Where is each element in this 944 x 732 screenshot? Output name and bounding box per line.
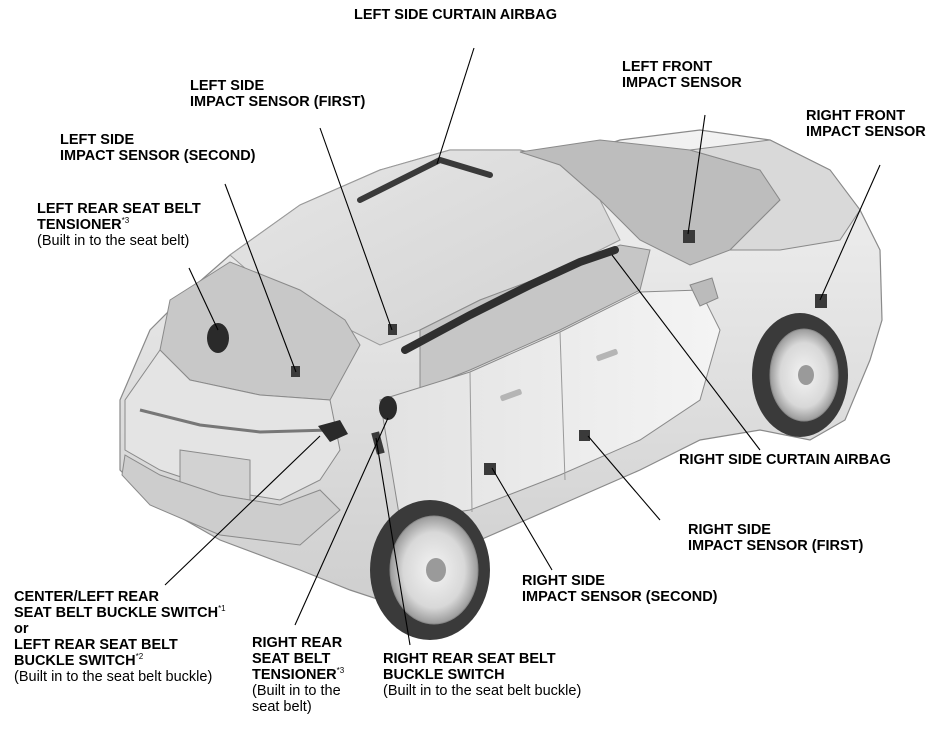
right-rear-seat-belt-buckle-switch <box>371 431 385 455</box>
label-text: RIGHT SIDE CURTAIN AIRBAG <box>679 452 891 468</box>
label-text: LEFT REAR SEAT BELT <box>37 201 201 217</box>
label-text: LEFT REAR SEAT BELT <box>14 637 178 653</box>
label-text: TENSIONER <box>37 217 122 233</box>
label-text: SEAT BELT <box>252 651 331 667</box>
rear-wheel <box>370 500 490 640</box>
label-center-left-rear-seat-belt-buckle-switch: CENTER/LEFT REAR SEAT BELT BUCKLE SWITCH… <box>14 589 226 685</box>
label-text: or <box>14 621 29 637</box>
left-rear-seat-belt-tensioner <box>207 323 229 353</box>
label-text: LEFT SIDE <box>190 78 265 94</box>
label-text: IMPACT SENSOR <box>806 124 926 140</box>
label-right-side-curtain-airbag: RIGHT SIDE CURTAIN AIRBAG <box>679 452 891 468</box>
label-text: BUCKLE SWITCH <box>383 667 505 683</box>
label-text: IMPACT SENSOR (SECOND) <box>522 589 718 605</box>
label-text: SEAT BELT BUCKLE SWITCH <box>14 605 219 621</box>
label-text: BUCKLE SWITCH <box>14 653 136 669</box>
label-right-rear-seat-belt-buckle-switch: RIGHT REAR SEAT BELT BUCKLE SWITCH (Buil… <box>383 651 581 699</box>
footnote-mark: *1 <box>218 604 226 613</box>
right-side-impact-sensor-first <box>579 430 590 441</box>
footnote-mark: *3 <box>121 216 130 225</box>
label-note: seat belt) <box>252 699 312 715</box>
label-text: IMPACT SENSOR (SECOND) <box>60 148 256 164</box>
left-side-impact-sensor-first <box>388 324 397 335</box>
label-right-side-impact-sensor-second: RIGHT SIDE IMPACT SENSOR (SECOND) <box>522 573 718 605</box>
label-right-front-impact-sensor: RIGHT FRONT IMPACT SENSOR <box>806 108 926 140</box>
leader-lines <box>164 47 881 646</box>
label-text: IMPACT SENSOR (FIRST) <box>190 94 366 110</box>
car-body <box>119 129 883 601</box>
label-left-side-impact-sensor-second: LEFT SIDE IMPACT SENSOR (SECOND) <box>60 132 256 164</box>
label-note: (Built in to the seat belt buckle) <box>14 669 213 685</box>
right-side-impact-sensor-second <box>484 463 496 475</box>
label-note: (Built in to the seat belt buckle) <box>383 683 582 699</box>
label-text: LEFT SIDE <box>60 132 135 148</box>
label-text: IMPACT SENSOR <box>622 75 742 91</box>
label-text: CENTER/LEFT REAR <box>14 589 159 605</box>
label-text: RIGHT SIDE <box>522 573 605 589</box>
label-text: TENSIONER <box>252 667 337 683</box>
left-side-curtain-airbag <box>357 156 493 203</box>
label-text: RIGHT FRONT <box>806 108 906 124</box>
right-side-curtain-airbag <box>401 246 619 354</box>
label-right-rear-seat-belt-tensioner: RIGHT REAR SEAT BELT TENSIONER*3 (Built … <box>252 635 344 715</box>
footnote-mark: *2 <box>135 652 144 661</box>
label-note: (Built in to the seat belt) <box>37 233 190 249</box>
left-front-impact-sensor <box>683 230 695 243</box>
label-left-side-impact-sensor-first: LEFT SIDE IMPACT SENSOR (FIRST) <box>190 78 365 110</box>
footnote-mark: *3 <box>336 666 345 675</box>
label-right-side-impact-sensor-first: RIGHT SIDE IMPACT SENSOR (FIRST) <box>688 522 863 554</box>
label-left-side-curtain-airbag: LEFT SIDE CURTAIN AIRBAG <box>354 7 557 23</box>
right-front-impact-sensor <box>815 294 827 308</box>
label-left-rear-seat-belt-tensioner: LEFT REAR SEAT BELT TENSIONER*3 (Built i… <box>37 201 201 249</box>
label-text: RIGHT REAR <box>252 635 343 651</box>
label-text: RIGHT REAR SEAT BELT <box>383 651 556 667</box>
front-wheel <box>752 313 848 437</box>
label-text: LEFT SIDE CURTAIN AIRBAG <box>354 7 557 23</box>
label-text: RIGHT SIDE <box>688 522 771 538</box>
label-text: LEFT FRONT <box>622 59 713 75</box>
label-text: IMPACT SENSOR (FIRST) <box>688 538 864 554</box>
right-rear-seat-belt-tensioner <box>379 396 397 420</box>
label-note: (Built in to the <box>252 683 341 699</box>
label-left-front-impact-sensor: LEFT FRONT IMPACT SENSOR <box>622 59 742 91</box>
center-left-rear-seat-belt-buckle-switch <box>318 420 348 442</box>
